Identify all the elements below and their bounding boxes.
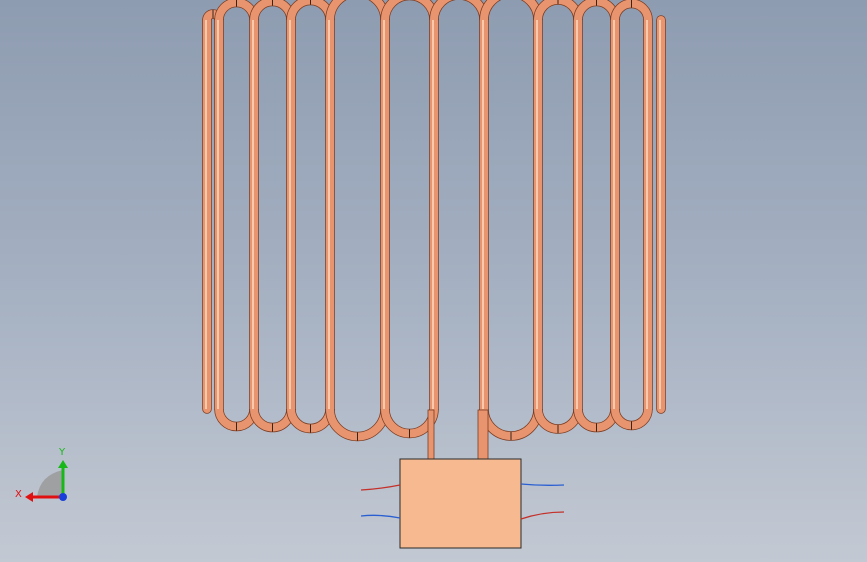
wire-right-red — [520, 511, 565, 520]
x-axis-label: X — [15, 489, 22, 500]
wire-leads — [360, 483, 565, 520]
z-axis-dot-icon — [59, 493, 67, 501]
axis-triad: X Y — [15, 447, 68, 502]
triad-plane-icon — [37, 470, 63, 497]
y-axis-arrow-head — [58, 460, 68, 468]
wire-left-blue — [360, 514, 401, 519]
wire-left-red — [360, 484, 401, 491]
top-bend-8 — [480, 0, 542, 21]
top-bend-5 — [326, 0, 389, 21]
y-axis-label: Y — [58, 447, 66, 458]
top-bend-7 — [430, 0, 488, 21]
wire-right-blue — [520, 483, 565, 486]
junction-box[interactable] — [399, 458, 522, 549]
x-axis-arrow-head — [25, 492, 33, 502]
riser-tube-2 — [477, 409, 489, 460]
riser-tube-1 — [427, 409, 435, 460]
copper-coil[interactable] — [202, 0, 666, 442]
